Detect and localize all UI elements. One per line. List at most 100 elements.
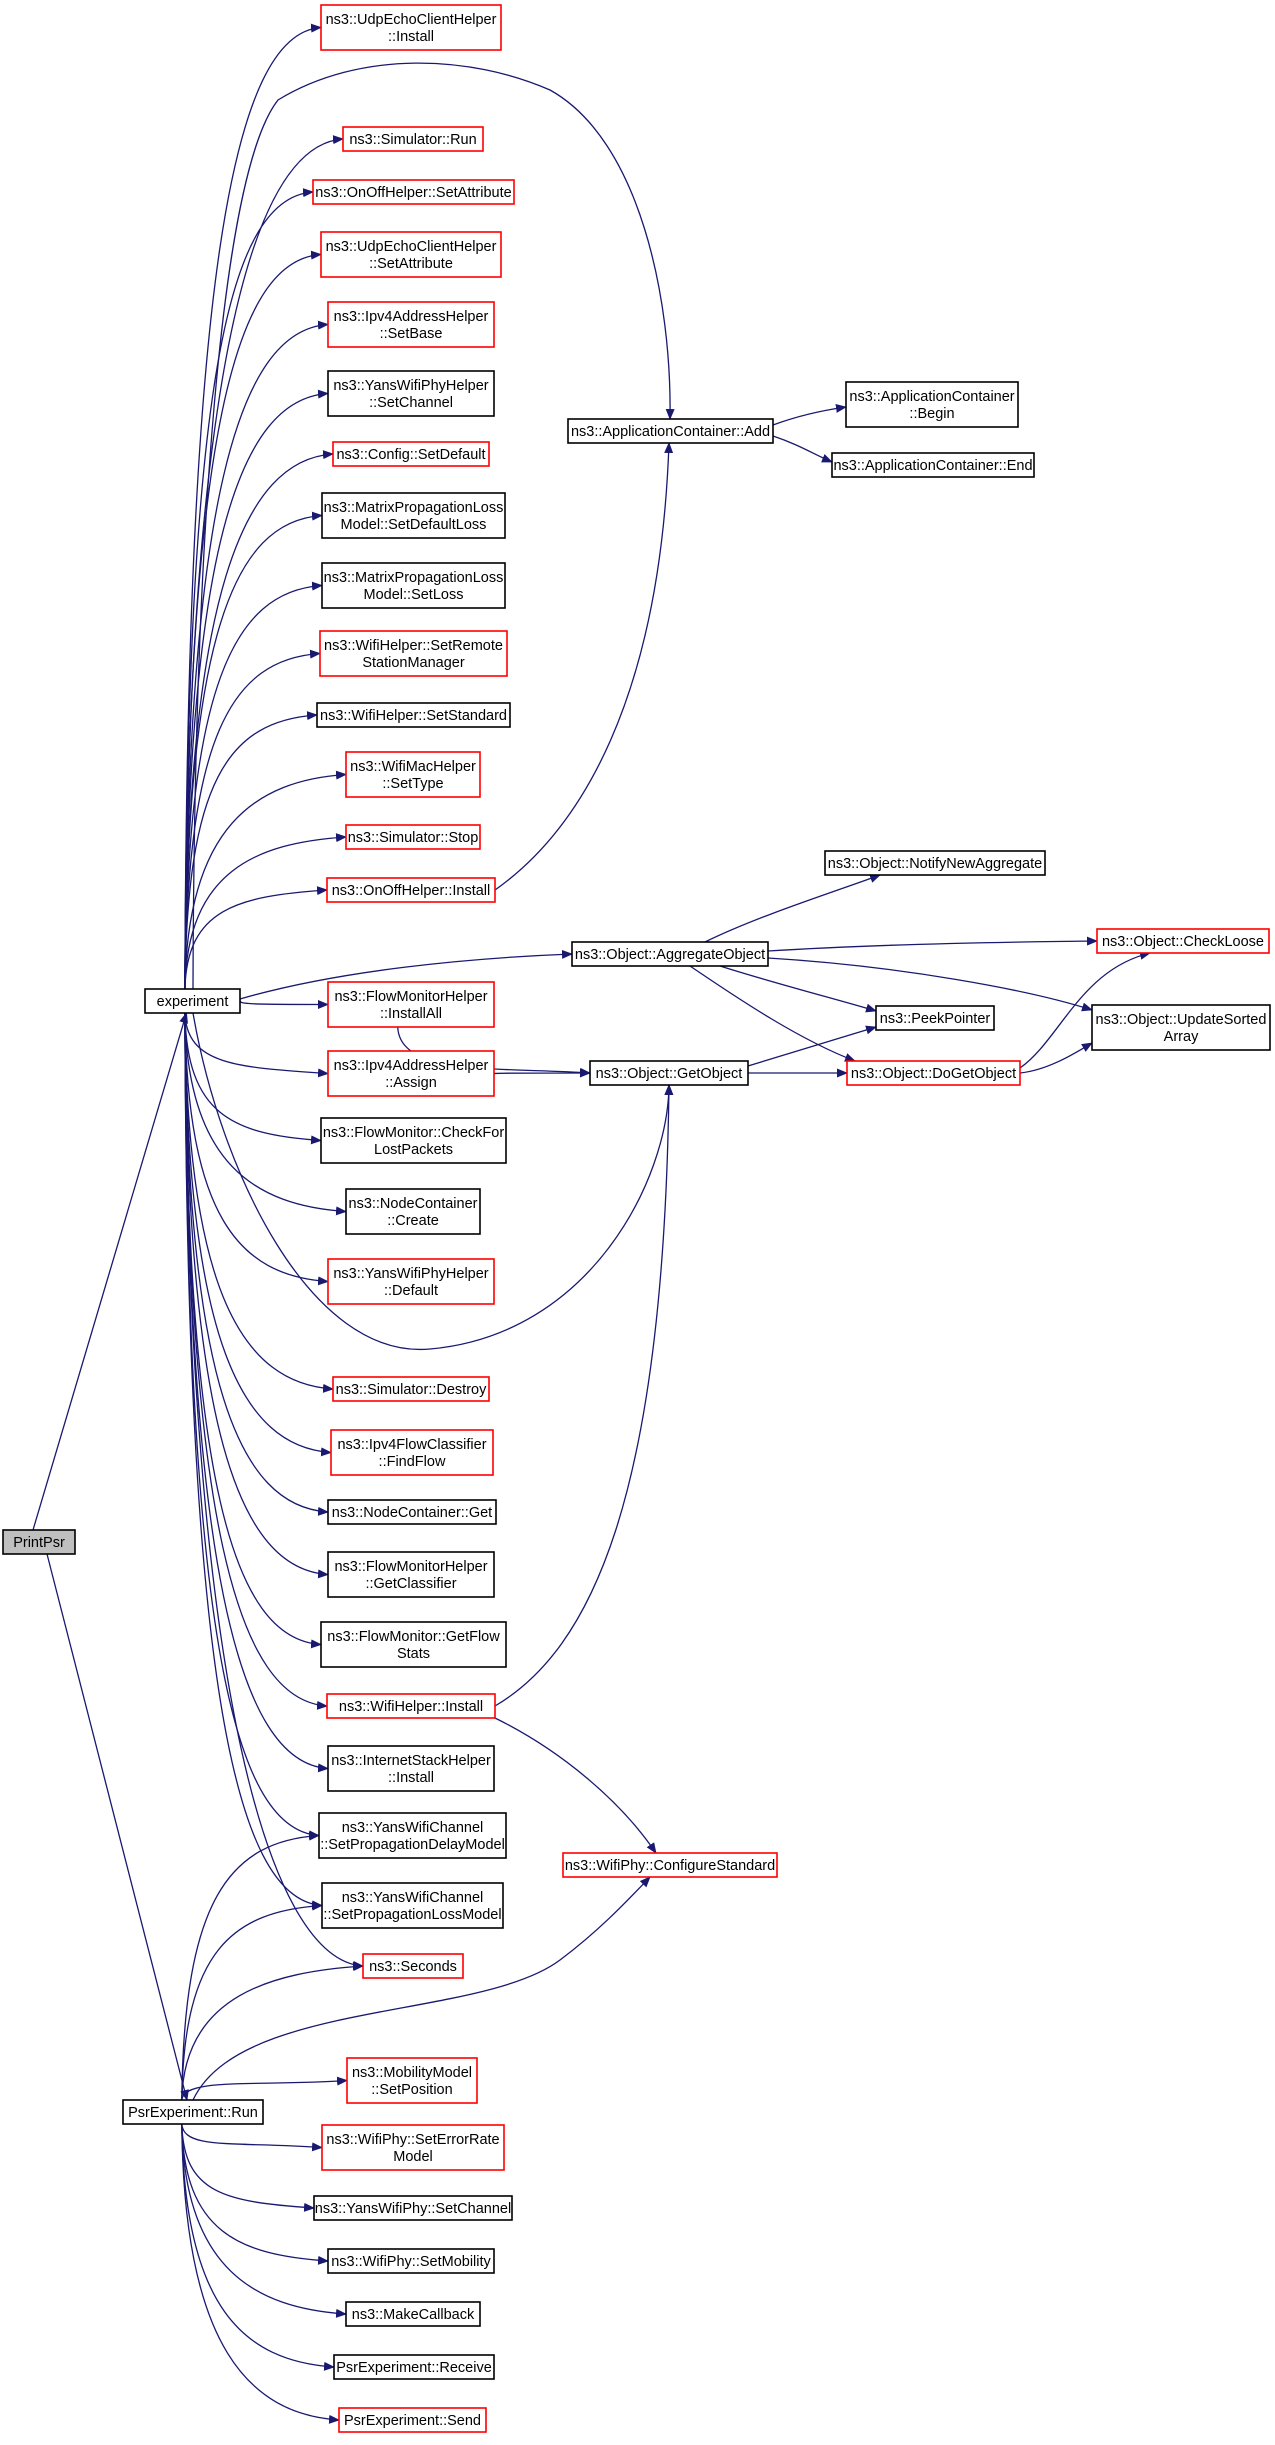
node-findflow[interactable]: ns3::Ipv4FlowClassifier::FindFlow — [330, 1429, 494, 1476]
node-label: ns3::InternetStackHelper — [331, 1753, 491, 1769]
node-label: ns3::Ipv4FlowClassifier — [337, 1437, 486, 1453]
edge-psrrun-to-makecallback — [181, 2123, 347, 2318]
node-makecallback[interactable]: ns3::MakeCallback — [345, 2301, 481, 2327]
node-seconds[interactable]: ns3::Seconds — [362, 1953, 464, 1979]
node-send[interactable]: PsrExperiment::Send — [338, 2407, 487, 2433]
node-box — [1091, 1004, 1271, 1051]
node-appbegin[interactable]: ns3::ApplicationContainer::Begin — [845, 381, 1019, 428]
node-box — [332, 441, 490, 467]
node-label: ns3::MatrixPropagationLoss — [324, 570, 504, 586]
node-label: Model::SetLoss — [364, 587, 464, 603]
node-simdestroy[interactable]: ns3::Simulator::Destroy — [332, 1376, 490, 1402]
node-receive[interactable]: PsrExperiment::Receive — [333, 2354, 495, 2380]
node-yansphysetchannel[interactable]: ns3::YansWifiPhy::SetChannel — [313, 2195, 513, 2221]
edge-aggregate-to-notifynew — [704, 874, 881, 943]
node-label: Model::SetDefaultLoss — [341, 517, 487, 533]
edge-psrrun-to-yansphysetchannel — [181, 2123, 315, 2212]
node-checkloose[interactable]: ns3::Object::CheckLoose — [1096, 928, 1270, 954]
node-simrun[interactable]: ns3::Simulator::Run — [342, 126, 484, 152]
edge-wifiinstall-to-getobject — [494, 1084, 674, 1707]
node-label: ns3::Ipv4AddressHelper — [334, 309, 489, 325]
node-nodeget[interactable]: ns3::NodeContainer::Get — [327, 1499, 497, 1525]
node-label: ns3::WifiPhy::SetErrorRate — [326, 2132, 499, 2148]
edge-psrrun-to-seconds — [181, 1962, 364, 2101]
node-getobject[interactable]: ns3::Object::GetObject — [589, 1060, 749, 1086]
node-internetinstall[interactable]: ns3::InternetStackHelper::Install — [327, 1745, 495, 1792]
node-dogetobject[interactable]: ns3::Object::DoGetObject — [846, 1060, 1021, 1086]
edge-onoffinstall-to-appadd — [494, 442, 674, 891]
node-ipv4assign[interactable]: ns3::Ipv4AddressHelper::Assign — [327, 1050, 495, 1097]
node-label: ns3::WifiMacHelper — [350, 759, 476, 775]
node-label: ns3::Object::DoGetObject — [851, 1066, 1016, 1082]
node-onoffsetattr[interactable]: ns3::OnOffHelper::SetAttribute — [312, 179, 515, 205]
node-configstd[interactable]: ns3::WifiPhy::ConfigureStandard — [562, 1852, 778, 1878]
node-label: ns3::YansWifiChannel — [342, 1890, 484, 1906]
edge-experiment-to-getflowstats — [184, 1012, 322, 1649]
node-experiment[interactable]: experiment — [144, 988, 241, 1014]
node-setpropdelay[interactable]: ns3::YansWifiChannel::SetPropagationDela… — [318, 1812, 507, 1859]
edge-wifiinstall-to-configstd — [494, 1717, 657, 1854]
node-label: ns3::NodeContainer — [349, 1196, 478, 1212]
node-box — [562, 1852, 778, 1878]
node-yansphydefault[interactable]: ns3::YansWifiPhyHelper::Default — [327, 1258, 495, 1305]
edge-psrrun-to-receive — [181, 2123, 335, 2371]
node-box — [846, 1060, 1021, 1086]
node-label: PsrExperiment::Run — [128, 2105, 258, 2121]
node-matrixdefloss[interactable]: ns3::MatrixPropagationLossModel::SetDefa… — [321, 492, 506, 539]
node-label: ::SetPropagationLossModel — [323, 1907, 501, 1923]
edge-psrrun-to-seterrrate — [181, 2123, 323, 2152]
node-label: ns3::OnOffHelper::Install — [332, 883, 491, 899]
node-udpinstall[interactable]: ns3::UdpEchoClientHelper::Install — [320, 4, 502, 51]
node-label: ns3::Config::SetDefault — [336, 447, 485, 463]
node-box — [333, 2354, 495, 2380]
node-label: PrintPsr — [13, 1535, 65, 1551]
node-setproploss[interactable]: ns3::YansWifiChannel::SetPropagationLoss… — [321, 1882, 504, 1929]
node-configsetdef[interactable]: ns3::Config::SetDefault — [332, 441, 490, 467]
node-getclassifier[interactable]: ns3::FlowMonitorHelper::GetClassifier — [327, 1551, 495, 1598]
node-setmobility[interactable]: ns3::WifiPhy::SetMobility — [327, 2248, 495, 2274]
edge-psrrun-to-setmobility — [181, 2123, 329, 2265]
node-box — [2, 1529, 76, 1555]
node-wifisetstd[interactable]: ns3::WifiHelper::SetStandard — [316, 702, 511, 728]
edge-experiment-to-onoffinstall — [184, 886, 328, 990]
node-box — [327, 1551, 495, 1598]
node-psrrun[interactable]: PsrExperiment::Run — [122, 2099, 264, 2125]
node-mobsetpos[interactable]: ns3::MobilityModel::SetPosition — [346, 2057, 478, 2104]
node-flowinstallall[interactable]: ns3::FlowMonitorHelper::InstallAll — [327, 981, 495, 1028]
node-box — [321, 492, 506, 539]
node-box — [831, 452, 1035, 478]
node-box — [319, 630, 508, 677]
node-notifynew[interactable]: ns3::Object::NotifyNewAggregate — [824, 850, 1046, 876]
node-box — [320, 1621, 507, 1668]
node-box — [122, 2099, 264, 2125]
node-onoffinstall[interactable]: ns3::OnOffHelper::Install — [326, 877, 496, 903]
edge-aggregate-to-dogetobject — [689, 965, 856, 1062]
node-aggregate[interactable]: ns3::Object::AggregateObject — [571, 941, 769, 967]
node-box — [327, 1745, 495, 1792]
node-appadd[interactable]: ns3::ApplicationContainer::Add — [567, 418, 774, 444]
node-nodecreate[interactable]: ns3::NodeContainer::Create — [345, 1188, 481, 1235]
node-printpsr[interactable]: PrintPsr — [2, 1529, 76, 1555]
node-peekptr[interactable]: ns3::PeekPointer — [875, 1005, 995, 1031]
node-ipv4setbase[interactable]: ns3::Ipv4AddressHelper::SetBase — [327, 301, 495, 348]
node-box — [327, 1258, 495, 1305]
node-label: ns3::Simulator::Stop — [348, 830, 479, 846]
node-yansphysetch[interactable]: ns3::YansWifiPhyHelper::SetChannel — [327, 370, 495, 417]
edge-experiment-to-ipv4setbase — [184, 320, 329, 990]
node-simstop[interactable]: ns3::Simulator::Stop — [345, 824, 481, 850]
node-label: ::Install — [388, 29, 434, 45]
node-udpsetattr[interactable]: ns3::UdpEchoClientHelper::SetAttribute — [320, 231, 502, 278]
node-label: ns3::Simulator::Destroy — [336, 1382, 487, 1398]
node-append[interactable]: ns3::ApplicationContainer::End — [831, 452, 1035, 478]
node-wifimacsettype[interactable]: ns3::WifiMacHelper::SetType — [345, 751, 481, 798]
node-wifiinstall[interactable]: ns3::WifiHelper::Install — [326, 1693, 496, 1719]
edge-experiment-to-udpsetattr — [184, 250, 322, 990]
node-box — [312, 179, 515, 205]
